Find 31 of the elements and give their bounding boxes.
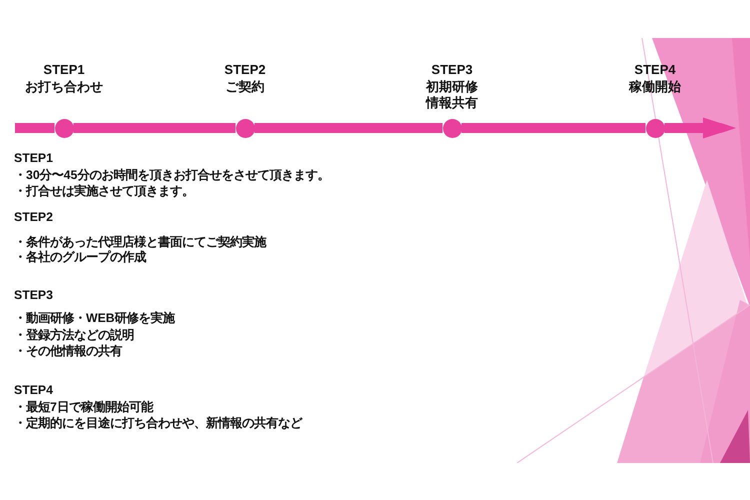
step-number: STEP4 <box>634 62 676 78</box>
step-heading: STEP4 <box>14 382 53 398</box>
step-detail-text: ・打合せは実施させて頂きます。 <box>14 183 194 199</box>
arrow <box>664 118 736 138</box>
step-title: 稼働開始 <box>629 78 681 94</box>
timeline-dot <box>442 118 462 138</box>
timeline-line <box>15 123 54 133</box>
step-heading: STEP1 <box>14 150 53 166</box>
step-detail-text: ・動画研修・WEB研修を実施 <box>14 310 175 326</box>
step-title: ご契約 <box>226 78 264 94</box>
step-detail-text: ・最短7日で稼働開始可能 <box>14 399 153 415</box>
step-number: STEP3 <box>431 62 473 78</box>
timeline-line <box>74 123 236 133</box>
timeline-dot <box>54 118 74 138</box>
step-detail-text: ・条件があった代理店様と書面にてご契約実施 <box>14 234 266 250</box>
timeline-line <box>462 123 646 133</box>
step-number: STEP2 <box>224 62 266 78</box>
step-detail-text: ・30分〜45分のお時間を頂きお打合せをさせて頂きます。 <box>14 167 330 183</box>
step-title: 情報共有 <box>426 95 478 111</box>
timeline-dot <box>236 118 254 138</box>
step-title: お打ち合わせ <box>25 78 103 94</box>
timeline-line <box>254 123 442 133</box>
step-detail-text: ・各社のグループの作成 <box>14 249 146 265</box>
step-detail-text: ・その他情報の共有 <box>14 343 122 359</box>
step-detail-text: ・登録方法などの説明 <box>14 327 134 343</box>
step-title: 初期研修 <box>426 78 478 94</box>
step-number: STEP1 <box>43 62 85 78</box>
step-detail-text: ・定期的にを目途に打ち合わせや、新情報の共有など <box>14 415 302 431</box>
step-heading: STEP3 <box>14 287 53 303</box>
timeline-dot <box>646 118 664 138</box>
step-heading: STEP2 <box>14 209 53 225</box>
